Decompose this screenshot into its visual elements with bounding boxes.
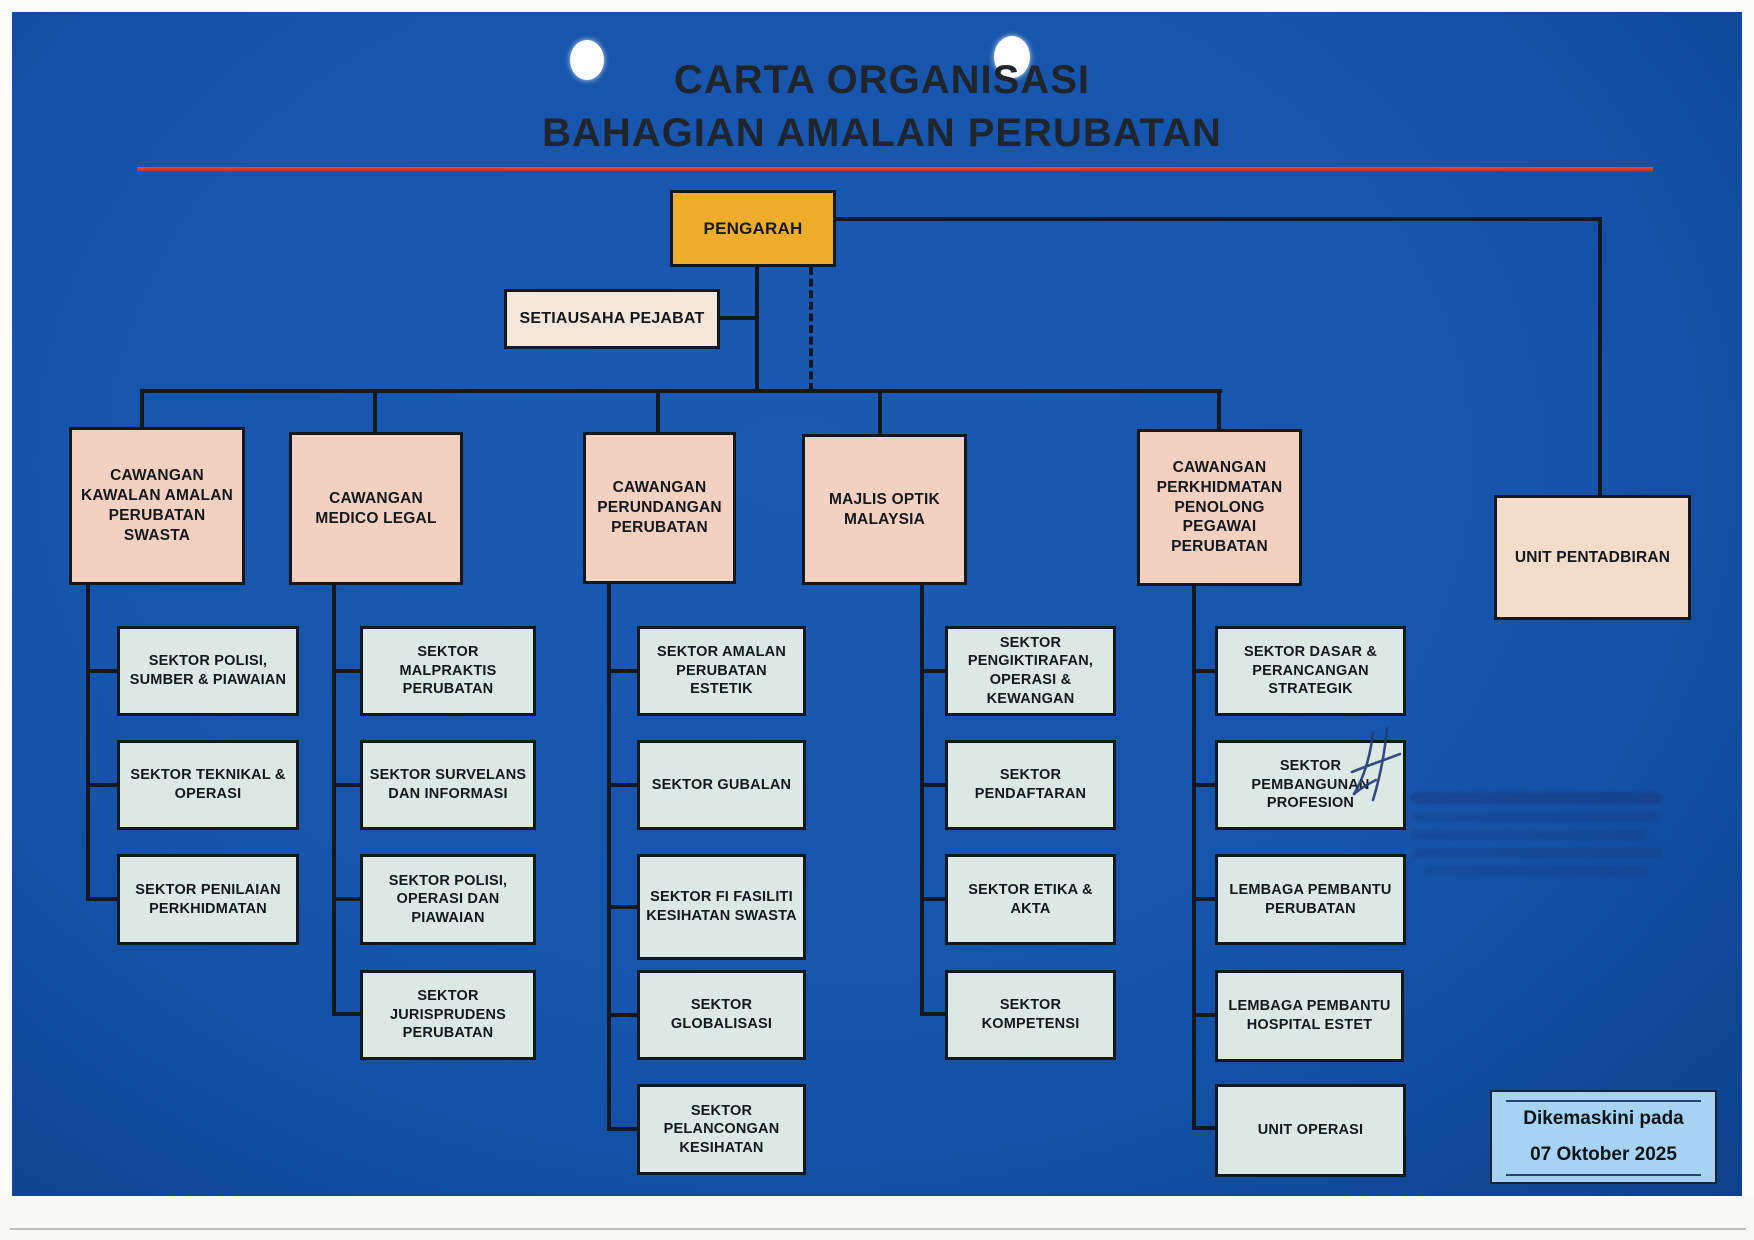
branch-box-perkhidmatan: CAWANGAN PERKHIDMATAN PENOLONG PEGAWAI P… xyxy=(1137,429,1302,586)
connector-branch1-stub2 xyxy=(86,783,117,787)
signature-mark xyxy=(1350,726,1402,802)
connector-branch4-stub2 xyxy=(920,783,945,787)
connector-branch4-drop xyxy=(878,389,882,434)
page-title-line2: BAHAGIAN AMALAN PERUBATAN xyxy=(542,111,1222,155)
sector-box: SEKTOR PENDAFTARAN xyxy=(945,740,1116,830)
connector-main-rail xyxy=(140,389,1222,393)
branch-box-majlis-optik: MAJLIS OPTIK MALAYSIA xyxy=(802,434,967,585)
sector-box: SEKTOR POLISI, OPERASI DAN PIAWAIAN xyxy=(360,854,536,945)
connector-branch2-hang xyxy=(332,583,336,1016)
connector-branch3-hang xyxy=(607,582,611,1129)
title-underline xyxy=(137,167,1653,172)
sector-box: SEKTOR FI FASILITI KESIHATAN SWASTA xyxy=(637,854,806,960)
connector-branch2-stub4 xyxy=(332,1012,360,1016)
sector-box: LEMBAGA PEMBANTU HOSPITAL ESTET xyxy=(1215,970,1404,1062)
updated-rule-bottom xyxy=(1506,1174,1701,1176)
stamp-text-illegible xyxy=(1410,830,1648,840)
sector-box: SEKTOR KOMPETENSI xyxy=(945,970,1116,1060)
sector-box: SEKTOR PELANCONGAN KESIHATAN xyxy=(637,1084,806,1175)
connector-branch4-hang xyxy=(920,583,924,1016)
node-secretary: SETIAUSAHA PEJABAT xyxy=(504,289,720,349)
scan-edge-line xyxy=(10,1228,1746,1230)
sector-box: SEKTOR GUBALAN xyxy=(637,740,806,830)
connector-branch2-stub2 xyxy=(332,783,360,787)
sector-box: SEKTOR SURVELANS DAN INFORMASI xyxy=(360,740,536,830)
sector-box: SEKTOR TEKNIKAL & OPERASI xyxy=(117,740,299,830)
connector-branch5-drop xyxy=(1217,389,1221,431)
connector-branch4-stub4 xyxy=(920,1012,945,1016)
connector-branch3-stub5 xyxy=(607,1127,637,1131)
sector-box: SEKTOR DASAR & PERANCANGAN STRATEGIK xyxy=(1215,626,1406,716)
sector-box: SEKTOR PEMBANGUNAN PROFESION xyxy=(1215,740,1406,830)
connector-admin-rail-horizontal xyxy=(834,217,1602,221)
scan-bottom-margin xyxy=(0,1196,1754,1240)
node-director: PENGARAH xyxy=(670,190,836,267)
connector-branch5-stub4 xyxy=(1192,1013,1215,1017)
sector-box: SEKTOR PENILAIAN PERKHIDMATAN xyxy=(117,854,299,945)
connector-director-drop-solid xyxy=(755,265,759,391)
stamp-text-illegible xyxy=(1412,812,1658,822)
connector-branch3-drop xyxy=(656,389,660,432)
connector-branch3-stub4 xyxy=(607,1013,637,1017)
stamp-text-illegible xyxy=(1424,866,1648,876)
connector-admin-rail-vertical xyxy=(1598,217,1602,497)
updated-rule-top xyxy=(1506,1100,1701,1102)
connector-branch5-stub1 xyxy=(1192,669,1215,673)
branch-box-medico-legal: CAWANGAN MEDICO LEGAL xyxy=(289,432,463,585)
connector-branch1-hang xyxy=(86,583,90,901)
updated-date-box: Dikemaskini pada 07 Oktober 2025 xyxy=(1490,1090,1717,1184)
connector-director-drop-dashed xyxy=(809,267,813,391)
org-chart-sheet: CARTA ORGANISASI BAHAGIAN AMALAN PERUBAT… xyxy=(12,12,1742,1196)
branch-box-kawalan: CAWANGAN KAWALAN AMALAN PERUBATAN SWASTA xyxy=(69,427,245,585)
connector-branch5-stub2 xyxy=(1192,783,1215,787)
connector-branch3-stub3 xyxy=(607,905,637,909)
connector-branch5-hang xyxy=(1192,584,1196,1130)
page-title: CARTA ORGANISASI BAHAGIAN AMALAN PERUBAT… xyxy=(192,54,1572,160)
sector-box: LEMBAGA PEMBANTU PERUBATAN xyxy=(1215,854,1406,945)
sector-box: SEKTOR ETIKA & AKTA xyxy=(945,854,1116,945)
connector-branch3-stub2 xyxy=(607,783,637,787)
connector-branch3-stub1 xyxy=(607,669,637,673)
connector-branch1-stub1 xyxy=(86,669,117,673)
updated-date: 07 Oktober 2025 xyxy=(1530,1144,1677,1165)
sector-box: SEKTOR MALPRAKTIS PERUBATAN xyxy=(360,626,536,716)
punch-hole-right xyxy=(994,36,1030,78)
connector-branch5-stub5 xyxy=(1192,1126,1215,1130)
page-title-line1: CARTA ORGANISASI xyxy=(674,58,1090,102)
updated-label: Dikemaskini pada xyxy=(1523,1108,1684,1129)
stamp-text-illegible xyxy=(1410,792,1662,804)
connector-branch2-stub1 xyxy=(332,669,360,673)
connector-branch1-stub3 xyxy=(86,897,117,901)
node-admin-unit: UNIT PENTADBIRAN xyxy=(1494,495,1691,620)
sector-box: SEKTOR JURISPRUDENS PERUBATAN xyxy=(360,970,536,1060)
connector-branch2-drop xyxy=(373,389,377,432)
connector-branch1-drop xyxy=(140,389,144,429)
sector-box: SEKTOR AMALAN PERUBATAN ESTETIK xyxy=(637,626,806,716)
sector-box: SEKTOR GLOBALISASI xyxy=(637,970,806,1060)
punch-hole-left xyxy=(570,40,604,80)
sector-box: SEKTOR PENGIKTIRAFAN, OPERASI & KEWANGAN xyxy=(945,626,1116,716)
connector-branch5-stub3 xyxy=(1192,897,1215,901)
connector-secretary-stub xyxy=(718,316,757,320)
connector-branch2-stub3 xyxy=(332,897,360,901)
sector-box: SEKTOR POLISI, SUMBER & PIAWAIAN xyxy=(117,626,299,716)
branch-box-perundangan: CAWANGAN PERUNDANGAN PERUBATAN xyxy=(583,432,736,584)
connector-branch4-stub1 xyxy=(920,669,945,673)
sector-box: UNIT OPERASI xyxy=(1215,1084,1406,1177)
stamp-text-illegible xyxy=(1412,848,1662,858)
connector-branch4-stub3 xyxy=(920,897,945,901)
